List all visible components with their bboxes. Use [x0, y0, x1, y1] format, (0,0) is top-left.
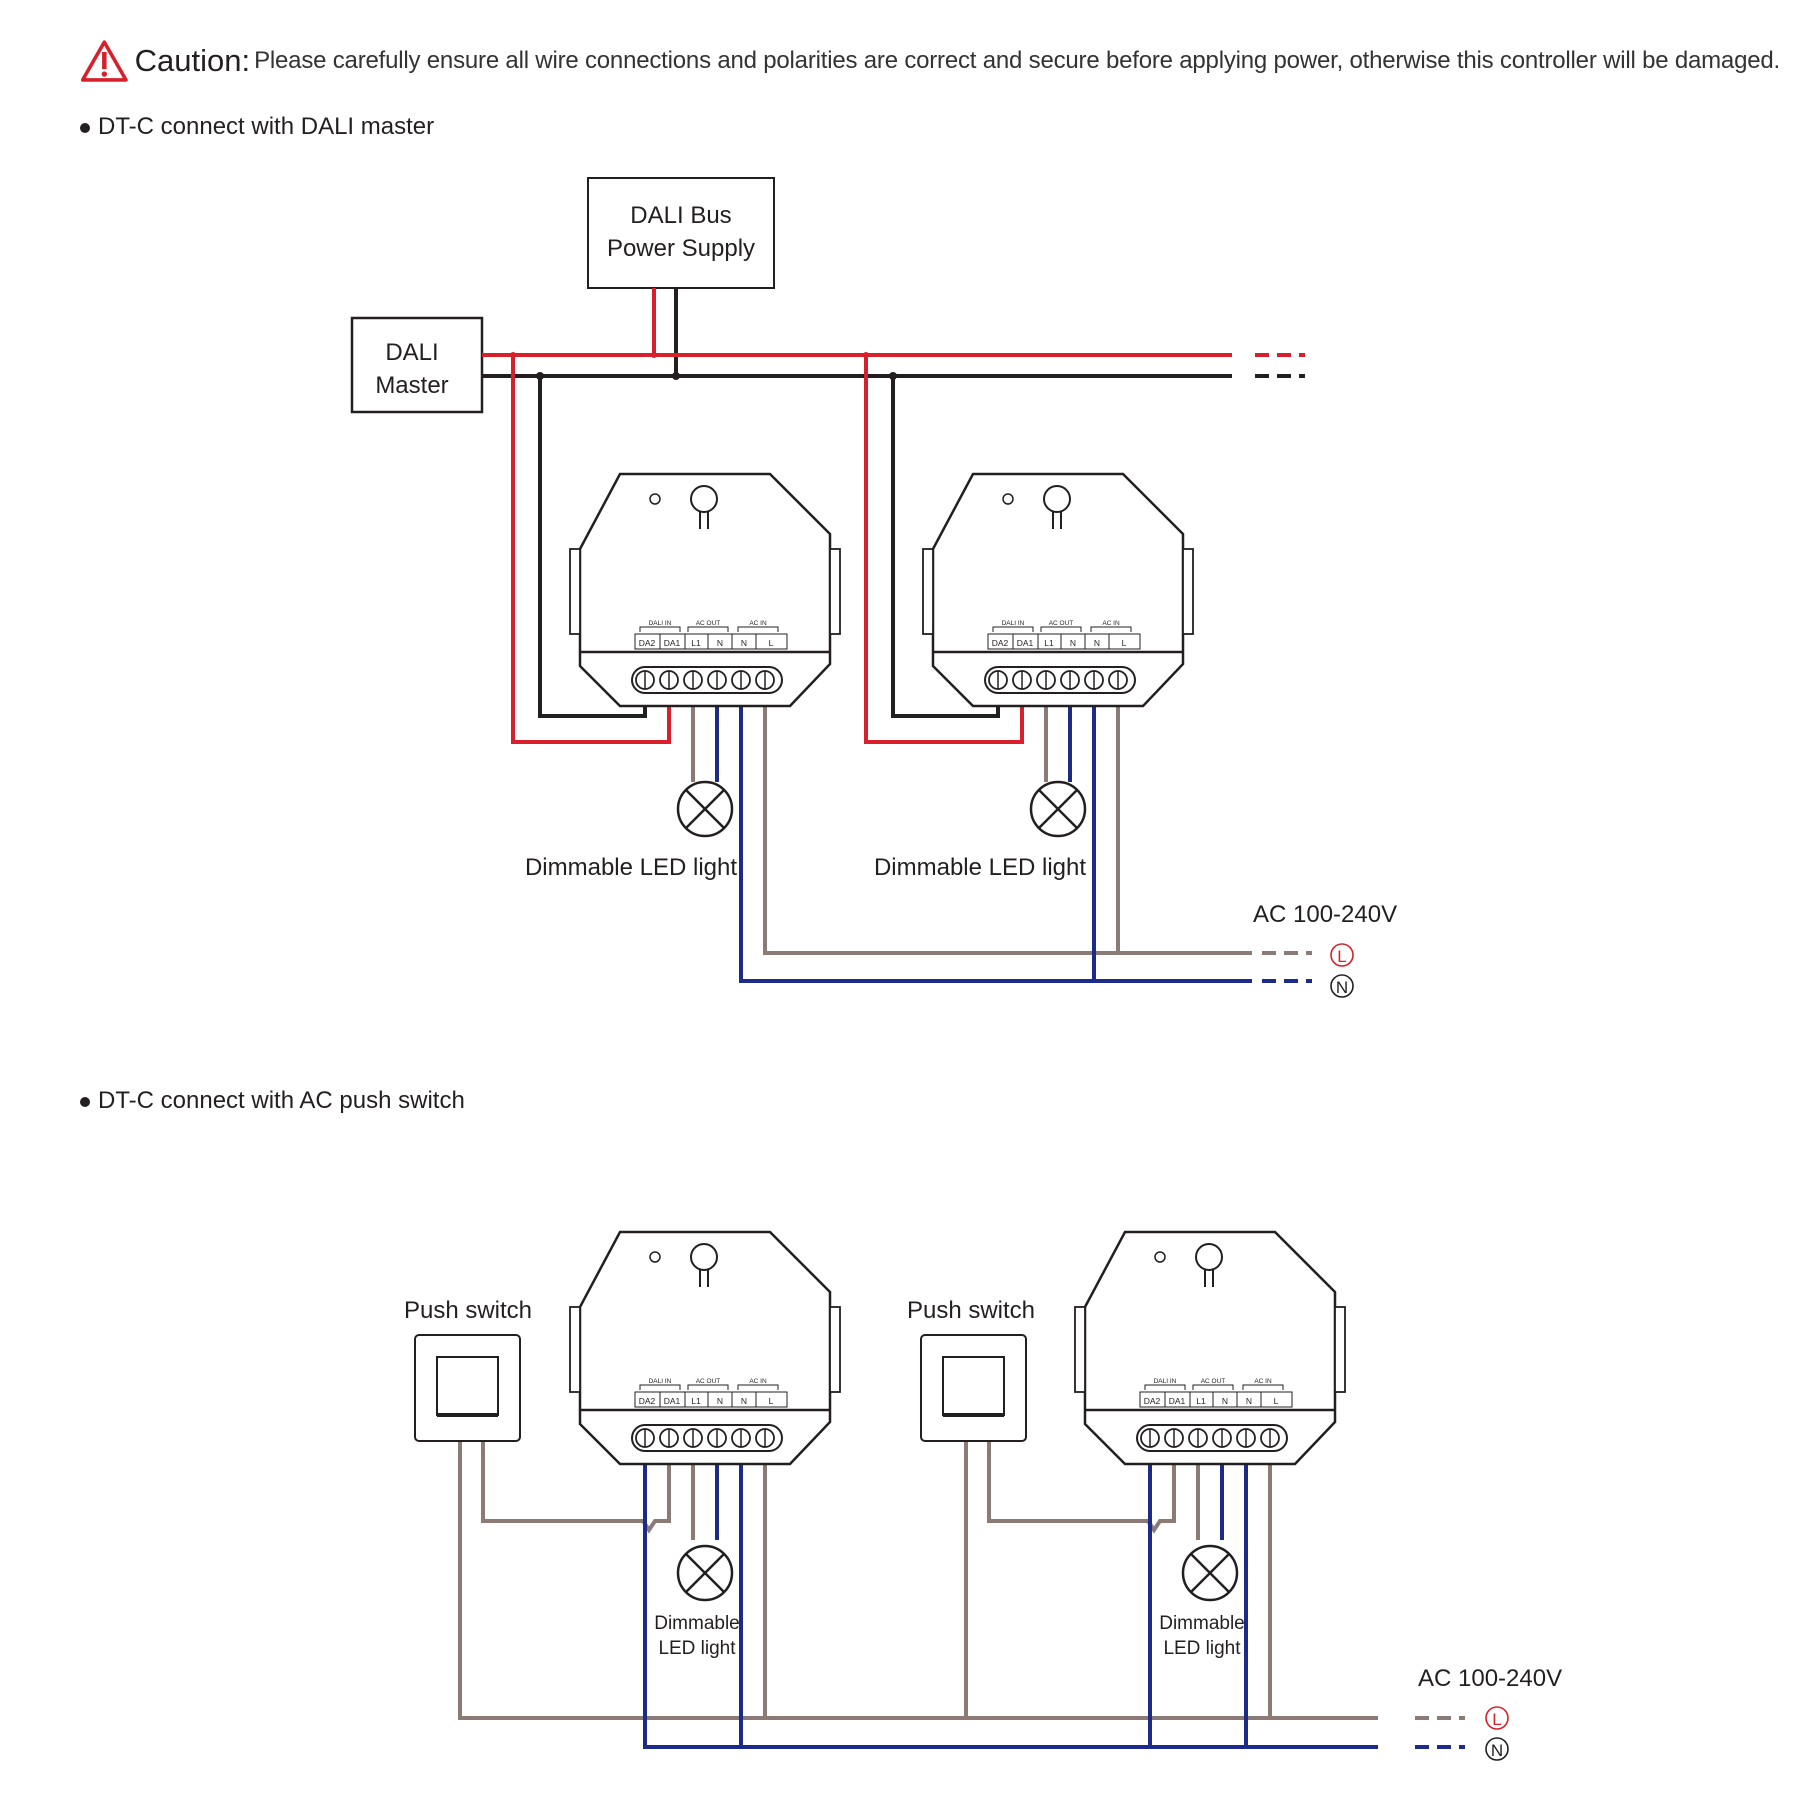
terminal-pin-label: DA2: [992, 638, 1009, 648]
ac-wires-section2: [458, 1434, 1465, 1749]
terminal-group-label: DALI IN: [1154, 1378, 1177, 1385]
bullet-icon: [80, 122, 90, 133]
terminal-group-label: AC IN: [1102, 620, 1120, 627]
led-lamp-icon: [676, 780, 734, 838]
bullet-icon: [80, 1096, 90, 1107]
terminal-pin-label: N: [1222, 1396, 1228, 1406]
section-heading-text: DT-C connect with DALI master: [98, 113, 435, 140]
terminal-group-label: AC OUT: [1049, 620, 1074, 627]
terminal-pin-label: N: [1246, 1396, 1252, 1406]
terminal-pin-label: L1: [691, 1396, 701, 1406]
caution-text: Please carefully ensure all wire connect…: [254, 47, 1780, 74]
caution-banner: Caution: Please carefully ensure all wir…: [80, 34, 1780, 88]
ac-wires-section1: [691, 676, 1312, 983]
terminal-group-label: AC OUT: [1201, 1378, 1226, 1385]
push-switch-label: Push switch: [404, 1297, 532, 1324]
dtc-controller-1: [568, 472, 842, 708]
load-label: Dimmable LED light: [874, 854, 1086, 881]
dtc-controller-2: [921, 472, 1195, 708]
terminal-pin-label: N: [741, 1396, 747, 1406]
section-heading-text: DT-C connect with AC push switch: [98, 1087, 465, 1114]
terminal-group-label: DALI IN: [649, 1378, 672, 1385]
dali-master-label-line1: DALI: [385, 339, 438, 366]
svg-text:N: N: [1336, 978, 1348, 997]
terminal-pin-label: DA1: [664, 638, 681, 648]
svg-text:L: L: [1492, 1710, 1501, 1729]
neutral-terminal-marker: N: [1330, 974, 1354, 998]
terminal-pin-label: DA2: [1144, 1396, 1161, 1406]
dali-bus-power-supply: DALI Bus Power Supply: [587, 177, 775, 289]
warning-triangle-icon: [80, 40, 128, 82]
bus-junction-dots: [510, 352, 897, 380]
dali-bus-wires: [482, 288, 1305, 744]
dali-master-label-line2: Master: [375, 372, 448, 399]
terminal-group-label: AC IN: [749, 620, 767, 627]
terminal-pin-label: N: [717, 638, 723, 648]
neutral-terminal-marker: N: [1485, 1737, 1509, 1761]
load-label: Dimmable LED light: [525, 854, 737, 881]
terminal-group-label: DALI IN: [1002, 620, 1025, 627]
load-label-line2: LED light: [658, 1638, 736, 1659]
led-lamp-icon: [1181, 1544, 1239, 1602]
terminal-pin-label: DA1: [1017, 638, 1034, 648]
led-lamp-icon: [676, 1544, 734, 1602]
ac-supply-label: AC 100-240V: [1418, 1665, 1562, 1692]
terminal-pin-label: L1: [1196, 1396, 1206, 1406]
terminal-pin-label: N: [741, 638, 747, 648]
dtc-controller-3: [568, 1230, 842, 1466]
dali-master-box: DALI Master: [350, 316, 484, 414]
terminal-pin-label: N: [1094, 638, 1100, 648]
line-terminal-marker: L: [1330, 943, 1354, 967]
terminal-pin-label: DA1: [664, 1396, 681, 1406]
dtc-controller-4: [1073, 1230, 1347, 1466]
caution-title: Caution:: [134, 43, 251, 78]
terminal-pin-label: L1: [691, 638, 701, 648]
power-supply-label-line1: DALI Bus: [630, 202, 731, 229]
load-label-line1: Dimmable: [1159, 1613, 1245, 1634]
push-switch-1: [414, 1334, 521, 1442]
section-heading-dali-master: DT-C connect with DALI master: [80, 113, 434, 141]
terminal-pin-label: DA2: [639, 1396, 656, 1406]
ac-supply-label: AC 100-240V: [1253, 901, 1397, 928]
power-supply-label-line2: Power Supply: [607, 235, 755, 262]
svg-text:L: L: [1337, 947, 1346, 966]
terminal-group-label: AC IN: [749, 1378, 767, 1385]
terminal-pin-label: DA2: [639, 638, 656, 648]
load-label-line2: LED light: [1163, 1638, 1241, 1659]
terminal-pin-label: L1: [1044, 638, 1054, 648]
push-switch-2: [920, 1334, 1027, 1442]
section-heading-push-switch: DT-C connect with AC push switch: [80, 1087, 465, 1115]
terminal-group-label: AC IN: [1254, 1378, 1272, 1385]
terminal-group-label: DALI IN: [649, 620, 672, 627]
terminal-pin-label: N: [1070, 638, 1076, 648]
line-terminal-marker: L: [1485, 1706, 1509, 1730]
terminal-pin-label: L: [1122, 638, 1127, 648]
led-lamp-icon: [1029, 780, 1087, 838]
terminal-group-label: AC OUT: [696, 1378, 721, 1385]
terminal-pin-label: N: [717, 1396, 723, 1406]
push-switch-label: Push switch: [907, 1297, 1035, 1324]
load-label-line1: Dimmable: [654, 1613, 740, 1634]
terminal-group-label: AC OUT: [696, 620, 721, 627]
terminal-pin-label: L: [1274, 1396, 1279, 1406]
svg-text:N: N: [1491, 1741, 1503, 1760]
terminal-pin-label: DA1: [1169, 1396, 1186, 1406]
terminal-pin-label: L: [769, 1396, 774, 1406]
terminal-pin-label: L: [769, 638, 774, 648]
